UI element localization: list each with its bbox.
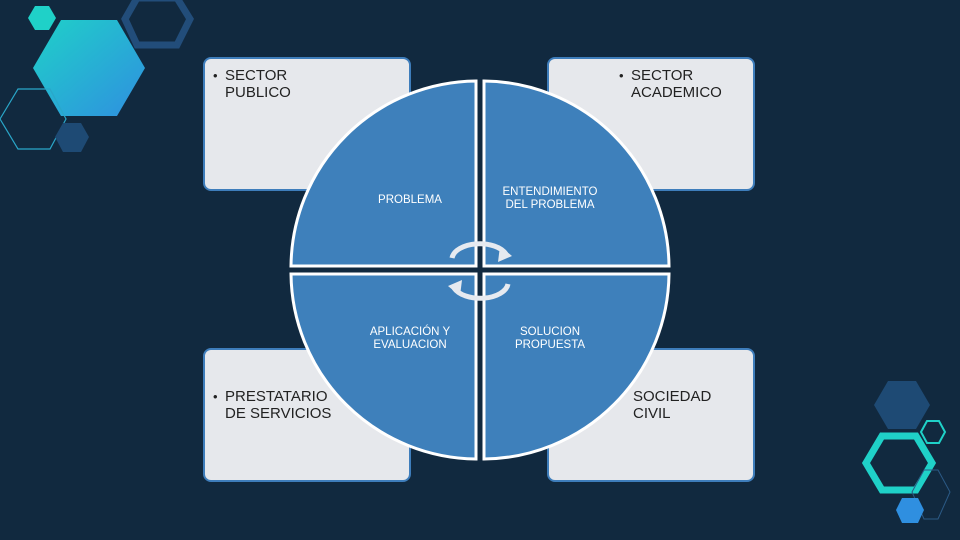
quadrant-entendimiento	[482, 79, 671, 268]
quadrant-aplicacion-label: APLICACIÓN Y EVALUACION	[369, 326, 451, 351]
card-sociedad-civil-label: SOCIEDAD CIVIL	[633, 388, 712, 422]
quadrant-solucion-label: SOLUCION PROPUESTA	[514, 326, 586, 351]
quadrant-problema-label: PROBLEMA	[378, 194, 442, 206]
quadrant-solucion	[482, 272, 671, 461]
cycle-arrows-icon	[448, 241, 512, 301]
card-prestatario-servicios-label: •PRESTATARIO DE SERVICIOS	[213, 388, 332, 422]
quadrant-problema	[289, 79, 478, 268]
quadrant-aplicacion	[289, 272, 478, 461]
card-sector-publico-label: •SECTOR PUBLICO	[213, 67, 291, 101]
card-sector-academico-label: •SECTOR ACADEMICO	[619, 67, 722, 101]
quadrant-entendimiento-label: ENTENDIMIENTO DEL PROBLEMA	[502, 186, 598, 211]
